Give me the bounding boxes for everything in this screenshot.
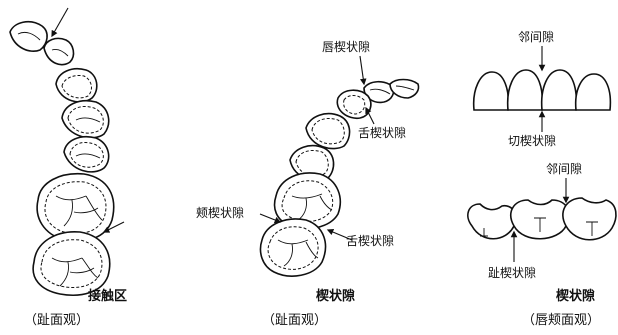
embrasure-occlusal-view: （趾面观） <box>262 313 328 328</box>
embrasure-labial-view: （唇颊面观） <box>522 313 601 328</box>
contact-arch <box>9 7 125 296</box>
posterior-tooth-1 <box>467 203 517 240</box>
buccal-embrasure-pointer <box>259 213 282 224</box>
embrasure-arch <box>259 55 420 277</box>
molar-1 <box>36 172 115 242</box>
anterior-tooth-2 <box>506 69 544 111</box>
lingual-embrasure-label-bottom: 舌楔状隙 <box>346 234 395 248</box>
anterior-tooth-1 <box>472 71 510 111</box>
contact-title: 接触区 <box>88 289 128 304</box>
interproximal-label-bottom: 邻间隙 <box>546 162 583 176</box>
posterior-teeth <box>467 178 617 262</box>
anterior-teeth <box>472 46 612 132</box>
buccal-embrasure-label: 颊楔状隙 <box>196 206 245 220</box>
canine <box>55 68 98 103</box>
anterior-tooth-4 <box>574 73 612 111</box>
incisor-b <box>389 78 420 99</box>
molar-2 <box>32 231 111 296</box>
labial-embrasure-label: 唇楔状隙 <box>322 40 371 54</box>
molar-b2 <box>259 218 327 277</box>
contact-arrow-top <box>51 7 69 38</box>
labial-embrasure-pointer <box>359 55 367 86</box>
anterior-tooth-3 <box>540 69 578 111</box>
contact-arrow-molar <box>102 221 125 233</box>
posterior-tooth-3 <box>562 197 617 241</box>
contact-view: （趾面观） <box>24 313 90 328</box>
embrasure-labial-title: 楔状隙 <box>556 289 596 304</box>
incisal-embrasure-label: 切楔状隙 <box>508 134 557 148</box>
lingual-embrasure-label-top: 舌楔状隙 <box>358 126 407 140</box>
occlusal-embrasure-label: 趾楔状隙 <box>488 266 537 280</box>
embrasure-occlusal-title: 楔状隙 <box>316 289 356 304</box>
lingual-embrasure-pointer-top <box>365 106 375 125</box>
interproximal-label-top: 邻间隙 <box>518 30 555 44</box>
lingual-embrasure-pointer-bottom <box>326 228 353 241</box>
incisor-1 <box>9 20 48 52</box>
incisor-2 <box>43 37 75 66</box>
